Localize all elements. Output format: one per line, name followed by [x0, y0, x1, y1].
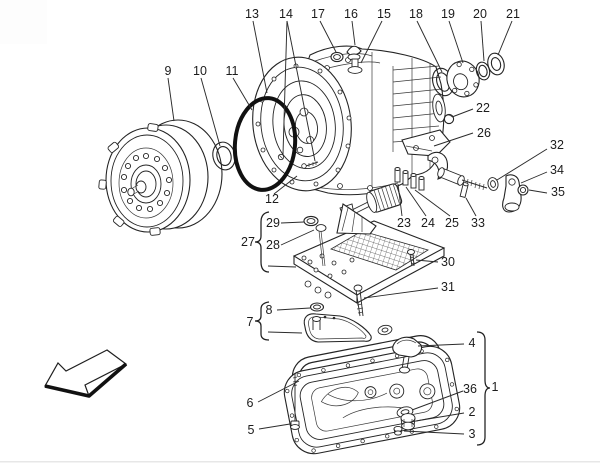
callout-33: 33	[471, 216, 485, 230]
brace-group-27	[254, 211, 270, 273]
callout-28: 28	[266, 238, 280, 252]
callout-4: 4	[469, 336, 476, 350]
callout-17: 17	[311, 7, 325, 21]
callout-8: 8	[266, 303, 273, 317]
part-oring-11	[232, 96, 298, 192]
part-oil-filter	[303, 302, 372, 343]
leader-lines	[167, 20, 548, 435]
part-bolt-5	[290, 374, 300, 430]
part-washer-upper	[377, 324, 393, 336]
callout-31: 31	[441, 280, 455, 294]
callout-13: 13	[245, 7, 259, 21]
callout-1: 1	[492, 380, 499, 394]
callout-21: 21	[506, 7, 520, 21]
callout-29: 29	[266, 216, 280, 230]
callout-19: 19	[441, 7, 455, 21]
part-torque-converter	[98, 119, 223, 236]
part-plug-22	[443, 113, 455, 125]
callout-18: 18	[409, 7, 423, 21]
part-bolt-30	[407, 249, 416, 267]
part-drain-plug-2	[400, 413, 416, 431]
callout-24: 24	[421, 216, 435, 230]
callout-30: 30	[441, 255, 455, 269]
callout-15: 15	[377, 7, 391, 21]
part-oil-pickup-4	[392, 336, 423, 374]
callout-22: 22	[476, 101, 490, 115]
callout-27: 27	[241, 235, 255, 249]
callout-6: 6	[247, 396, 254, 410]
part-filler-caps	[330, 45, 363, 74]
brace-group-7	[254, 301, 270, 341]
callout-12: 12	[265, 192, 279, 206]
callout-14: 14	[279, 7, 293, 21]
group-braces	[254, 211, 491, 446]
callout-16: 16	[344, 7, 358, 21]
callout-labels: 9 10 11 13 14 17 16 15 18 19 20 21 22 26…	[165, 7, 565, 441]
part-plug-3	[393, 425, 403, 436]
callout-2: 2	[469, 405, 476, 419]
part-pins-23-24-25	[394, 167, 425, 191]
part-pin-33	[459, 182, 469, 198]
callout-11: 11	[226, 64, 239, 78]
corner-artifact	[0, 0, 47, 44]
bottom-divider	[0, 461, 600, 463]
direction-arrow-icon	[44, 349, 128, 398]
callout-7: 7	[247, 315, 254, 329]
part-gearbox-housing	[252, 45, 446, 196]
callout-25: 25	[445, 216, 459, 230]
callout-5: 5	[248, 423, 255, 437]
callout-32: 32	[550, 138, 564, 152]
part-selector-assembly	[427, 151, 529, 213]
callout-10: 10	[193, 64, 207, 78]
callout-9: 9	[165, 64, 172, 78]
part-valve-body	[292, 203, 446, 304]
callout-26: 26	[477, 126, 491, 140]
callout-36: 36	[463, 382, 477, 396]
callout-3: 3	[469, 427, 476, 441]
callout-23: 23	[397, 216, 411, 230]
brace-group-1	[476, 331, 491, 446]
part-mount-bracket-26	[401, 129, 451, 157]
part-bolt-31	[353, 284, 364, 317]
callout-20: 20	[473, 7, 487, 21]
callout-35: 35	[551, 185, 565, 199]
part-flange-screws	[277, 153, 319, 169]
callout-34: 34	[550, 163, 564, 177]
part-output-flange-seals	[432, 52, 505, 98]
